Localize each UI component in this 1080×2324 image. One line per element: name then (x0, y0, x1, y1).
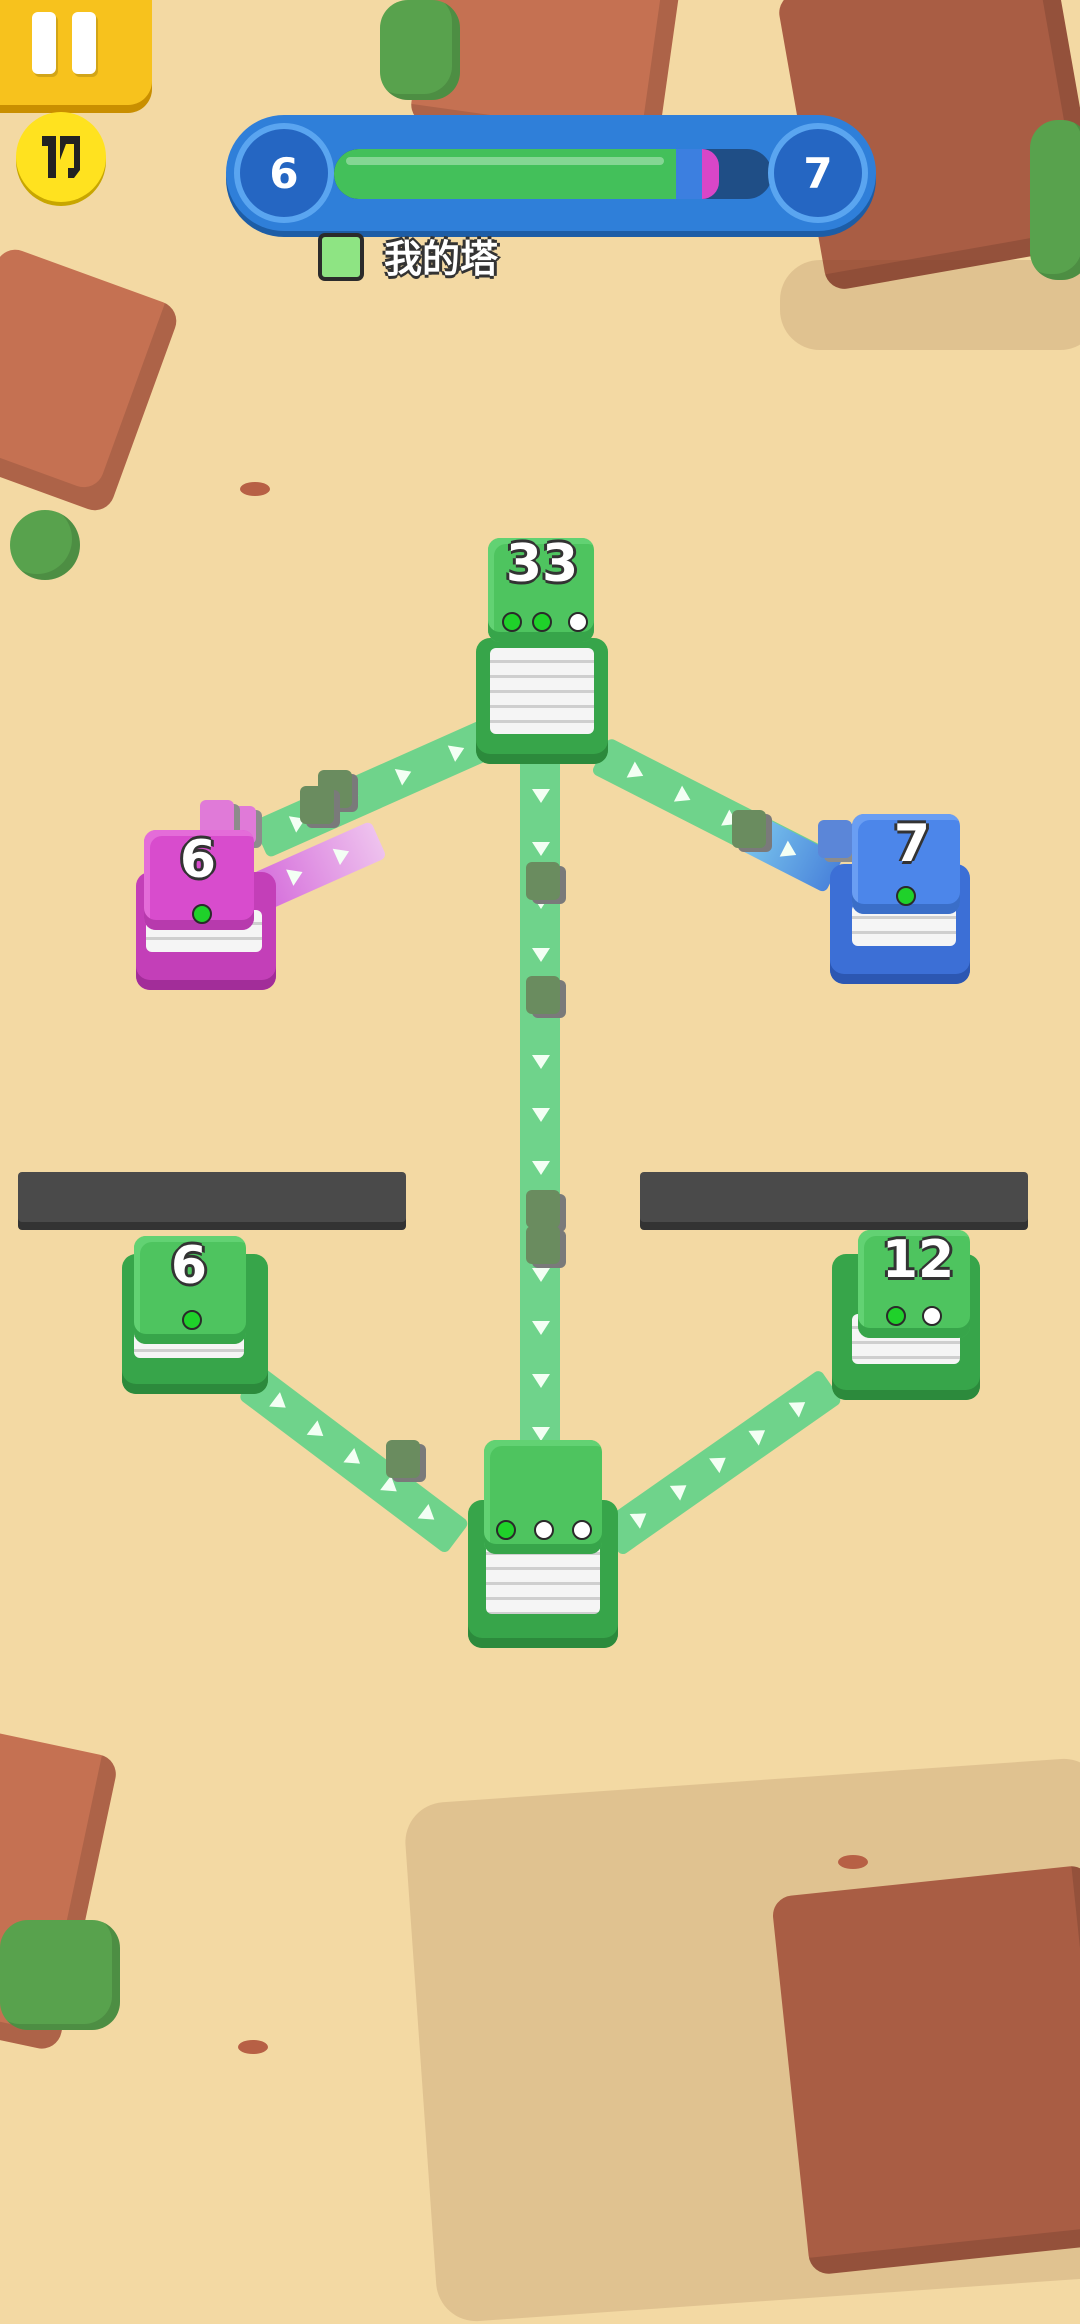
shadow (780, 260, 1080, 350)
progress-fill-pink (701, 149, 720, 199)
tower-count: 6 (179, 830, 217, 890)
level-dot (896, 886, 916, 906)
tower-blue-right[interactable]: 7 (830, 814, 970, 984)
soldier (732, 810, 766, 848)
tower-right-mid[interactable]: 12 (832, 1230, 980, 1400)
pebble (238, 2040, 268, 2054)
progress-track (334, 149, 772, 199)
pause-button[interactable] (0, 0, 152, 105)
tower-bottom-center[interactable] (468, 1440, 618, 1648)
cactus (10, 510, 80, 580)
rock (0, 244, 182, 516)
level-dot (192, 904, 212, 924)
tower-pink-left[interactable]: 6 (136, 830, 276, 990)
level-dot (532, 612, 552, 632)
tower-top-center[interactable]: 33 (476, 534, 608, 764)
soldier (386, 1440, 420, 1478)
level-dot (502, 612, 522, 632)
soldier (300, 786, 334, 824)
wall-left (18, 1172, 406, 1222)
tower-count: 33 (505, 534, 579, 594)
lightning-icon (42, 136, 80, 178)
wall-right (640, 1172, 1028, 1222)
level-dot (886, 1306, 906, 1326)
tower-count: 6 (170, 1236, 208, 1296)
soldier (526, 862, 560, 900)
tower-progress-bar: 6 7 (226, 115, 876, 231)
soldier (818, 820, 852, 858)
progress-fill-player (334, 149, 676, 199)
level-dot (534, 1520, 554, 1540)
tower-count: 12 (881, 1230, 955, 1290)
tower-count: 7 (893, 814, 931, 874)
soldier (526, 976, 560, 1014)
soldier (526, 1190, 560, 1228)
legend-swatch (318, 233, 364, 281)
tower-top (858, 1230, 970, 1338)
level-dot (496, 1520, 516, 1540)
level-dot (182, 1310, 202, 1330)
left-score: 6 (234, 123, 334, 223)
pause-icon (32, 12, 56, 74)
legend-label: 我的塔 (384, 237, 499, 281)
path-bottom-to-rightmid (598, 1368, 843, 1557)
pebble (838, 1855, 868, 1869)
level-dot (922, 1306, 942, 1326)
progress-fill-blue (675, 149, 702, 199)
path-top-to-pink (251, 715, 506, 859)
pebble (240, 482, 270, 496)
boost-button[interactable] (16, 112, 106, 202)
level-dot (568, 612, 588, 632)
path-leftmid-to-bottom (237, 1366, 470, 1555)
cactus (0, 1920, 120, 2030)
cactus (380, 0, 460, 100)
pause-icon (72, 12, 96, 74)
soldier (526, 1226, 560, 1264)
cactus (1030, 120, 1080, 280)
rock (771, 1864, 1080, 2276)
tower-stack (490, 648, 594, 734)
tower-left-mid[interactable]: 6 (122, 1236, 268, 1394)
right-score: 7 (768, 123, 868, 223)
level-dot (572, 1520, 592, 1540)
